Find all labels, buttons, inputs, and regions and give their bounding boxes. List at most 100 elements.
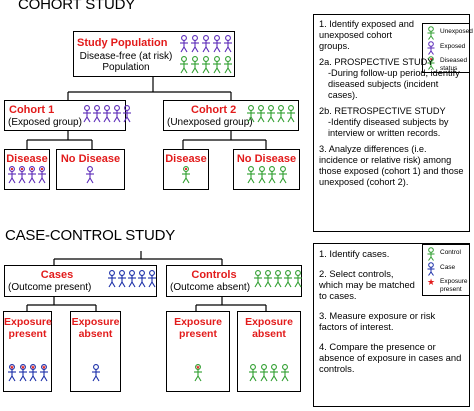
controls-subtitle: (Outcome absent) — [170, 282, 251, 293]
cohort1-no-disease-box: No Disease — [56, 149, 125, 190]
cohort2-no-disease-label: No Disease — [236, 153, 297, 165]
person-figure-icon — [223, 55, 233, 74]
cohort1-box: Cohort 1 (Exposed group) — [4, 100, 131, 131]
unexposed-legend-label: Unexposed — [440, 28, 473, 35]
person-figure-icon — [102, 105, 112, 123]
controls-title: Controls — [191, 269, 237, 281]
case-legend-label: Case — [440, 264, 456, 271]
person-figure-icon — [117, 270, 127, 288]
cohort2-disease-figures — [180, 166, 192, 188]
cohort1-disease-label: Disease — [6, 153, 48, 165]
person-figure-icon: ★ — [39, 364, 49, 382]
cohort1-title: Cohort 1 — [9, 104, 55, 116]
unexposed-legend-icon — [426, 26, 436, 43]
cases-subtitle: (Outcome present) — [8, 282, 92, 293]
cases-exposure-present-label: Exposure present — [4, 316, 52, 340]
person-figure-icon — [7, 166, 17, 184]
cohort-steps-box: 1. Identify exposed and unexposed cohort… — [313, 14, 470, 232]
person-figure-icon — [246, 166, 256, 184]
svg-text:★: ★ — [20, 365, 25, 371]
person-figure-icon — [17, 166, 27, 184]
person-figure-icon — [212, 55, 222, 74]
person-figure-icon — [286, 105, 296, 123]
person-figure-icon — [276, 105, 286, 123]
control-legend-label: Control — [440, 249, 461, 256]
person-figure-icon — [267, 166, 277, 184]
person-figure-icon — [269, 364, 279, 382]
person-figure-icon — [137, 270, 147, 288]
population-line1: Disease-free (at risk) — [79, 51, 173, 62]
cases-figures — [107, 270, 157, 292]
cohort1-no-disease-figures — [84, 166, 96, 188]
person-figure-icon — [27, 166, 37, 184]
person-figure-icon — [112, 105, 122, 123]
person-figure-icon — [273, 270, 283, 288]
person-figure-icon — [179, 35, 189, 53]
cohort-study-title: COHORT STUDY — [18, 0, 136, 13]
cases-title: Cases — [40, 269, 74, 281]
person-figure-icon — [181, 166, 191, 184]
cohort-step-3: 3. Analyze differences (i.e. incidence o… — [319, 144, 464, 187]
exposed-legend-label: Exposed — [440, 43, 466, 50]
cohort1-disease-figures — [7, 166, 47, 188]
exposure-legend-label: Exposure present — [440, 278, 468, 293]
controls-box: Controls (Outcome absent) — [166, 265, 302, 297]
person-figure-icon — [248, 364, 258, 382]
cases-exposure-present-box: Exposure present ★★★★ — [3, 311, 52, 392]
person-figure-icon — [278, 166, 288, 184]
cohort1-figures — [82, 105, 131, 127]
person-figure-icon — [107, 270, 117, 288]
cohort1-no-disease-label: No Disease — [60, 153, 121, 165]
person-figure-icon — [246, 105, 256, 123]
diseased-legend-label: Diseased status — [440, 57, 468, 72]
svg-text:★: ★ — [31, 365, 36, 371]
controls-exposure-absent-box: Exposure absent — [237, 311, 301, 392]
exposed-legend-icon — [426, 41, 436, 58]
population-figures — [179, 35, 233, 75]
case-control-step-3: 3. Measure exposure or risk factors of i… — [319, 310, 436, 332]
case-control-step-4: 4. Compare the presence or absence of ex… — [319, 341, 462, 374]
person-figure-icon — [190, 55, 200, 74]
cohort2-no-disease-figures — [246, 166, 288, 188]
study-population-box: Study Population Disease-free (at risk) … — [73, 31, 235, 77]
person-figure-icon — [257, 166, 267, 184]
person-figure-icon: ★ — [7, 364, 17, 382]
person-figure-icon — [179, 55, 189, 74]
cases-exposure-present-figures: ★★★★ — [7, 364, 49, 386]
person-figure-icon — [201, 55, 211, 74]
cohort1-subtitle: (Exposed group) — [8, 117, 82, 128]
svg-text:★: ★ — [10, 365, 15, 371]
cohort2-subtitle: (Unexposed group) — [167, 117, 253, 128]
controls-exposure-present-box: Exposure present ★ — [166, 311, 230, 392]
person-figure-icon: ★ — [28, 364, 38, 382]
person-figure-icon — [91, 364, 101, 382]
person-figure-icon — [37, 166, 47, 184]
case-control-steps-box: 1. Identify cases. 2. Select controls, w… — [313, 243, 470, 407]
cohort-step-2b-detail: -Identify diseased subjects by interview… — [328, 117, 449, 138]
cohort2-figures — [246, 105, 296, 127]
cohort-step-2a-detail: -During follow-up period, identify disea… — [328, 68, 460, 100]
person-figure-icon — [256, 105, 266, 123]
case-control-step-2: 2. Select controls, which may be matched… — [319, 268, 415, 301]
person-figure-icon — [85, 166, 95, 184]
person-figure-icon — [201, 35, 211, 53]
svg-text:★: ★ — [196, 365, 201, 371]
controls-exposure-absent-figures — [248, 364, 290, 386]
person-figure-icon — [92, 105, 102, 123]
cases-exposure-absent-box: Exposure absent — [70, 311, 121, 392]
cohort-step-2b: 2b. RETROSPECTIVE STUDY — [319, 106, 446, 116]
controls-exposure-present-label: Exposure present — [174, 316, 222, 340]
person-figure-icon — [147, 270, 157, 288]
cohort1-disease-box: Disease — [4, 149, 50, 190]
person-figure-icon — [283, 270, 293, 288]
person-figure-icon: ★ — [18, 364, 28, 382]
cohort2-disease-box: Disease — [163, 149, 209, 190]
cohort2-title: Cohort 2 — [191, 104, 237, 116]
person-figure-icon — [223, 35, 233, 53]
cohort-step-1: 1. Identify exposed and unexposed cohort… — [319, 19, 415, 51]
exposure-star-icon: ★ — [427, 277, 436, 287]
cohort2-disease-label: Disease — [165, 153, 207, 165]
person-figure-icon — [122, 105, 132, 123]
person-figure-icon — [266, 105, 276, 123]
